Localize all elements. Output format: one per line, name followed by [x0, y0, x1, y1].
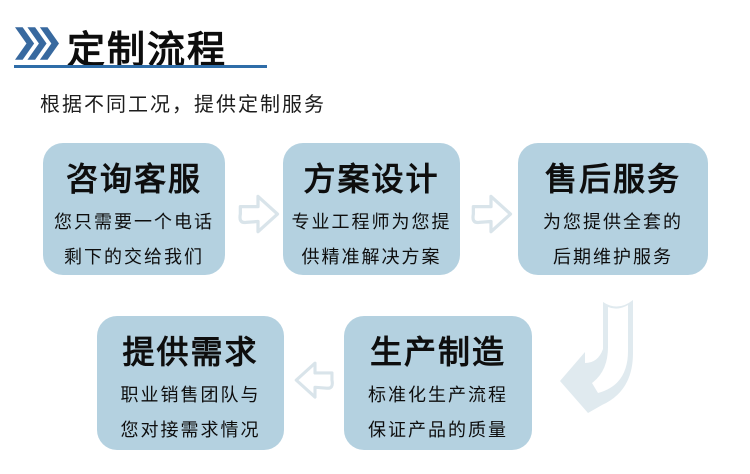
flow-step-desc-line: 专业工程师为您提: [291, 212, 452, 232]
arrow-right-icon: [466, 189, 516, 241]
flow-step-desc-line: 标准化生产流程: [368, 385, 508, 405]
title-underline: [14, 65, 267, 68]
arrow-right-icon: [233, 189, 283, 241]
flow-step-consult: 咨询客服 您只需要一个电话 剩下的交给我们: [43, 143, 225, 275]
flow-step-production: 生产制造 标准化生产流程 保证产品的质量: [344, 316, 532, 450]
flow-step-desc-line: 后期维护服务: [553, 247, 673, 267]
flow-step-title: 方案设计: [303, 161, 440, 197]
section-subtitle: 根据不同工况，提供定制服务: [40, 94, 326, 116]
flow-step-desc-line: 您只需要一个电话: [54, 212, 214, 232]
triple-chevron-icon: [15, 27, 59, 60]
flow-step-title: 咨询客服: [65, 161, 202, 197]
flow-step-title: 售后服务: [544, 161, 681, 197]
bent-arrow-icon: [552, 295, 652, 420]
flow-step-desc-line: 剩下的交给我们: [64, 247, 204, 267]
flow-step-desc-line: 为您提供全套的: [543, 212, 683, 232]
flow-step-desc-line: 您对接需求情况: [120, 420, 261, 440]
flow-step-aftersales: 售后服务 为您提供全套的 后期维护服务: [518, 143, 708, 275]
arrow-left-icon: [291, 356, 339, 406]
flow-step-requirements: 提供需求 职业销售团队与 您对接需求情况: [97, 316, 284, 450]
flow-step-title: 提供需求: [122, 334, 259, 370]
flow-step-desc-line: 职业销售团队与: [120, 385, 261, 405]
flow-step-design: 方案设计 专业工程师为您提 供精准解决方案: [283, 143, 460, 275]
flow-step-desc-line: 供精准解决方案: [301, 247, 442, 267]
flow-step-title: 生产制造: [369, 334, 506, 370]
flow-step-desc-line: 保证产品的质量: [368, 420, 508, 440]
